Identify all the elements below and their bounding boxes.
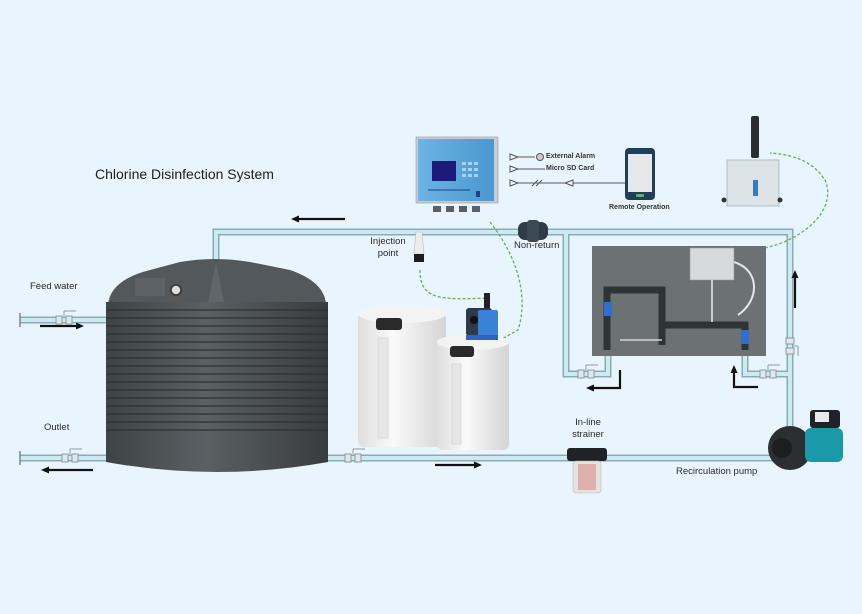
- valve-icon: [759, 364, 780, 379]
- arrow-up-corner-icon: [732, 372, 758, 389]
- feed-water-label: Feed water: [30, 281, 78, 292]
- valve-icon: [61, 448, 82, 463]
- controller-connections: [509, 153, 625, 187]
- external-alarm-label: External Alarm: [546, 153, 596, 160]
- non-return-label: Non-return: [514, 240, 560, 251]
- injection-point-label-line2: point: [377, 248, 399, 259]
- chemical-tank-small: [437, 334, 509, 450]
- injection-point-label: Injection point: [366, 236, 410, 260]
- signal-lines: [419, 152, 829, 341]
- injection-point: [413, 231, 425, 262]
- storage-tank: [106, 259, 328, 472]
- smartphone-icon: [625, 148, 655, 200]
- arrow-right-icon: [40, 322, 84, 330]
- arrow-left-icon: [41, 466, 93, 474]
- diagram-title: Chlorine Disinfection System: [95, 166, 274, 182]
- arrow-right-icon: [435, 461, 482, 469]
- valve-icon: [55, 310, 76, 325]
- dosing-pump: [466, 293, 498, 340]
- strainer: [567, 448, 607, 494]
- valve-icon: [344, 448, 365, 463]
- arrow-left-corner-icon: [592, 370, 622, 390]
- tank-ribs: [106, 309, 328, 431]
- probe-holder: [721, 116, 783, 207]
- recirculation-pump-label: Recirculation pump: [676, 466, 758, 477]
- controller: [415, 136, 499, 212]
- remote-operation-label: Remote Operation: [609, 204, 670, 211]
- arrow-up-icon: [791, 270, 799, 308]
- valve-icon: [577, 364, 598, 379]
- sensor-panel: [592, 246, 766, 356]
- valve-icon: [785, 337, 799, 356]
- inline-strainer-label-line1: In-line: [575, 417, 601, 428]
- recirculation-pump: [768, 410, 843, 470]
- inline-strainer-label: In-line strainer: [568, 417, 608, 441]
- non-return-valve: [518, 220, 548, 242]
- flow-arrows: [40, 215, 799, 474]
- pipe-network: [19, 228, 794, 465]
- inline-strainer-label-line2: strainer: [572, 429, 604, 440]
- micro-sd-card-label: Micro SD Card: [546, 165, 595, 172]
- injection-point-label-line1: Injection: [370, 236, 406, 247]
- chemical-tank-large: [358, 305, 446, 447]
- arrow-left-icon: [291, 215, 345, 223]
- outlet-label: Outlet: [44, 422, 70, 433]
